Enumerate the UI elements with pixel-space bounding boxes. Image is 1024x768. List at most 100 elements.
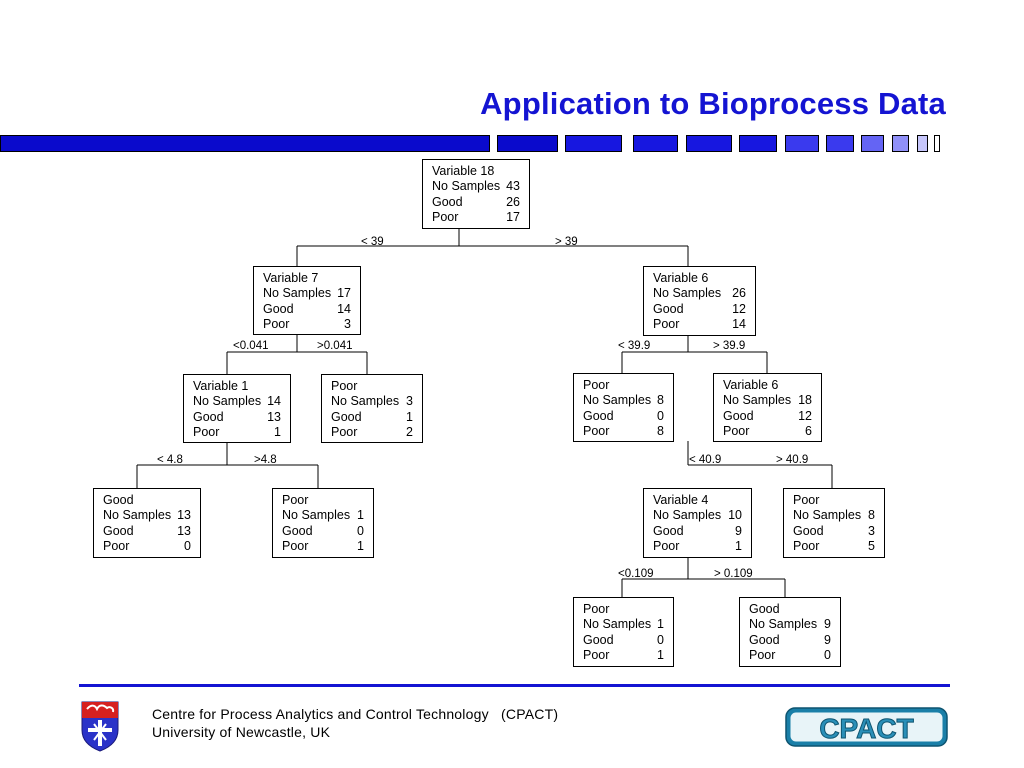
good-value: 3 (868, 523, 875, 538)
samples-label: No Samples (749, 617, 818, 632)
university-crest-icon (81, 701, 119, 752)
split-label: < 39.9 (618, 340, 651, 352)
cpact-logo: CPACT (785, 707, 948, 747)
poor-label: Poor (723, 423, 750, 438)
good-value: 1 (406, 409, 413, 424)
good-label: Good (331, 409, 362, 424)
poor-value: 8 (657, 423, 664, 438)
footer-line-1: Centre for Process Analytics and Control… (152, 706, 559, 722)
samples-label: No Samples (653, 508, 722, 523)
node-name: Good (749, 602, 780, 616)
poor-label: Poor (282, 538, 309, 553)
samples-label: No Samples (331, 394, 400, 409)
samples-value: 10 (728, 508, 742, 523)
node-name: Variable 4 (653, 493, 709, 507)
good-value: 0 (657, 408, 664, 423)
node-name: Poor (583, 602, 610, 616)
node-name: Variable 6 (723, 378, 779, 392)
footer-divider (79, 684, 950, 687)
samples-label: No Samples (653, 286, 722, 301)
poor-value: 14 (732, 316, 746, 331)
node-name: Variable 7 (263, 271, 319, 285)
good-value: 12 (798, 408, 812, 423)
samples-label: No Samples (723, 393, 792, 408)
connector (136, 442, 319, 488)
split-label: < 4.8 (157, 454, 183, 466)
poor-label: Poor (583, 647, 610, 662)
poor-label: Poor (583, 423, 610, 438)
bar-segment (0, 135, 490, 152)
poor-value: 1 (735, 538, 742, 553)
samples-label: No Samples (263, 286, 332, 301)
good-value: 12 (732, 301, 746, 316)
good-value: 13 (267, 409, 281, 424)
good-label: Good (193, 409, 224, 424)
decorative-gradient-bar (0, 135, 1024, 155)
samples-label: No Samples (793, 508, 862, 523)
samples-label: No Samples (103, 508, 172, 523)
samples-label: No Samples (432, 179, 501, 194)
samples-value: 8 (657, 393, 664, 408)
poor-value: 5 (868, 538, 875, 553)
samples-value: 18 (798, 393, 812, 408)
poor-label: Poor (749, 647, 776, 662)
poor-value: 2 (406, 424, 413, 439)
node-name: Poor (282, 493, 309, 507)
split-label: <0.041 (233, 340, 269, 352)
split-label: <0.109 (618, 568, 654, 580)
split-label: > 39.9 (713, 340, 746, 352)
samples-value: 3 (406, 394, 413, 409)
node-name: Poor (793, 493, 820, 507)
samples-value: 13 (177, 508, 191, 523)
samples-value: 14 (267, 394, 281, 409)
tree-node-poor-leaf: Poor No Samples 3 Good 1 Poor 2 (321, 374, 423, 443)
bar-segment (497, 135, 558, 152)
poor-value: 0 (184, 538, 191, 553)
split-label: >0.041 (317, 340, 353, 352)
node-name: Poor (331, 379, 358, 393)
bar-segment (826, 135, 854, 152)
slide-title: Application to Bioprocess Data (480, 86, 946, 121)
poor-label: Poor (653, 538, 680, 553)
poor-value: 1 (357, 538, 364, 553)
good-value: 9 (824, 632, 831, 647)
samples-value: 8 (868, 508, 875, 523)
good-label: Good (103, 523, 134, 538)
poor-label: Poor (331, 424, 358, 439)
bar-segment (633, 135, 678, 152)
good-label: Good (282, 523, 313, 538)
poor-value: 1 (274, 424, 281, 439)
good-label: Good (263, 301, 294, 316)
good-label: Good (723, 408, 754, 423)
footer-line-2: University of Newcastle, UK (152, 724, 331, 740)
samples-value: 26 (732, 286, 746, 301)
bar-segment (861, 135, 884, 152)
bar-segment (934, 135, 940, 152)
split-label: > 0.109 (714, 568, 753, 580)
bar-segment (686, 135, 732, 152)
samples-value: 1 (657, 617, 664, 632)
poor-value: 17 (506, 209, 520, 224)
poor-value: 3 (344, 316, 351, 331)
good-label: Good (653, 301, 684, 316)
connector (226, 334, 368, 374)
poor-label: Poor (432, 209, 459, 224)
split-label: > 40.9 (776, 454, 809, 466)
bar-segment (892, 135, 909, 152)
samples-label: No Samples (583, 393, 652, 408)
poor-label: Poor (653, 316, 680, 331)
good-label: Good (749, 632, 780, 647)
node-name: Variable 18 (432, 164, 495, 178)
good-label: Good (583, 632, 614, 647)
good-label: Good (583, 408, 614, 423)
bar-segment (739, 135, 777, 152)
